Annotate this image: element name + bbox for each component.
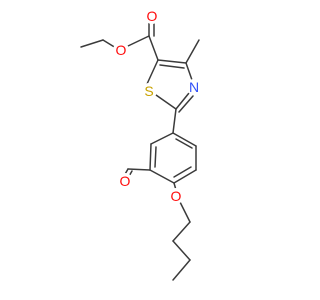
bond-butyl-c1-c2 (172, 221, 191, 242)
atom-s-ring: S (144, 83, 153, 99)
bond-benz-c1-c2 (150, 132, 174, 145)
bond-c4-n (185, 62, 193, 81)
atom-mask-o-ether (113, 42, 129, 58)
bond-butyl-c2-c3 (172, 240, 191, 261)
bond-benz-c2-inner (154, 146, 157, 168)
bond-o-ester-carbonyl-c (127, 35, 150, 47)
atom-mask-o-carbonyl (144, 8, 160, 24)
bond-n-c2-double-a (175, 92, 190, 110)
atom-mask-o-butoxy (168, 188, 184, 204)
atom-o-formyl: O (120, 173, 131, 189)
chemical-structure-diagram: O O S N O O (80, 8, 202, 281)
atom-mask-s (141, 83, 157, 99)
atom-mask-n (186, 79, 202, 95)
bond-c2-aryl (172, 108, 177, 134)
bond-benz-c6-inner (175, 138, 193, 149)
atom-o-carbonyl-ester: O (147, 8, 158, 24)
atom-o-ether-ester: O (116, 42, 127, 58)
atom-mask-o-formyl (117, 173, 133, 189)
bond-benz-c3-c4 (149, 169, 175, 184)
bond-c5-c4-double-a (157, 59, 187, 64)
bond-benz-c2-c3-double (149, 143, 152, 171)
bond-benz-c4-c5-double (173, 169, 197, 184)
bond-carbonyl-c-ring-c5 (148, 35, 159, 61)
bond-lines (80, 22, 200, 281)
bond-c3-formyl-c (127, 168, 151, 171)
atom-o-butoxy: O (171, 188, 182, 204)
bond-s-c5 (146, 59, 159, 85)
bond-butyl-c3-c4 (172, 259, 191, 281)
atom-n-ring: N (189, 79, 199, 95)
bond-benz-c4-inner (173, 166, 192, 178)
bond-c4-methyl (185, 39, 200, 64)
bond-ethyl-ch3-ch2 (80, 39, 104, 48)
bond-c2-s (155, 94, 177, 110)
bond-n-c2-double-b (178, 95, 194, 113)
bond-benz-c1-c6-double (172, 132, 197, 147)
bond-o-butyl-c1 (179, 201, 191, 223)
bond-c5-c4-double-b (159, 64, 185, 69)
atom-labels: O O S N O O (113, 8, 202, 204)
